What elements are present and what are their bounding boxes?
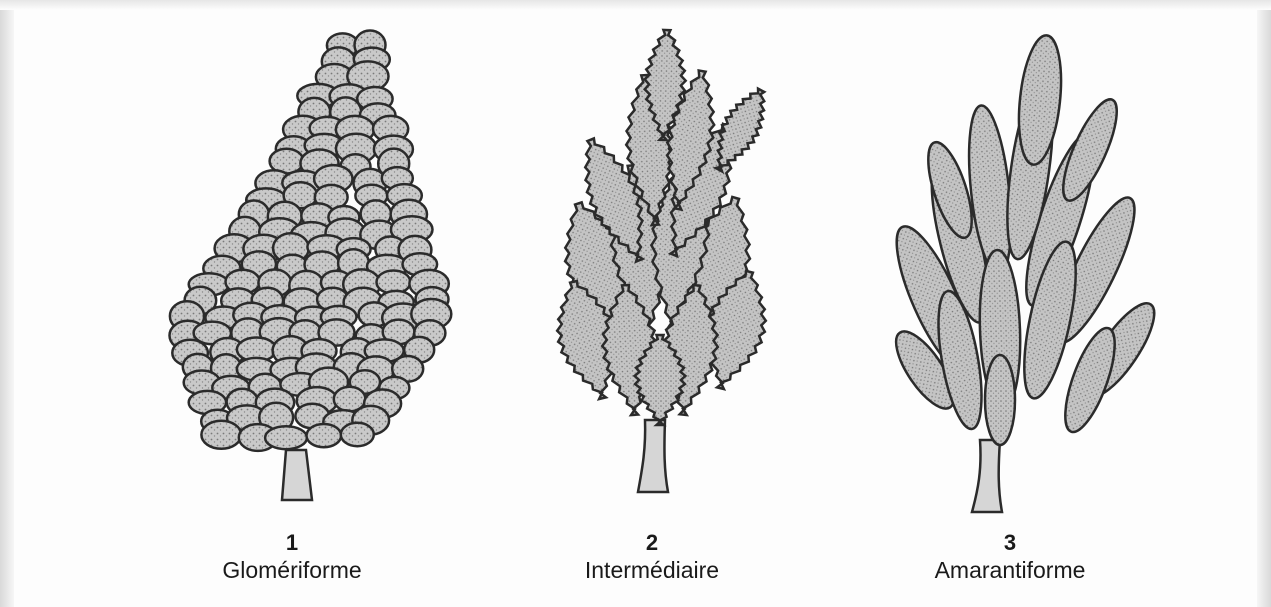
glomerule: [201, 421, 241, 449]
branch: [985, 355, 1015, 445]
figure-number-1: 1: [142, 530, 442, 556]
figure-name-2: Intermédiaire: [502, 556, 802, 584]
label-figure-1: 1 Glomériforme: [142, 530, 442, 584]
stem-3: [972, 440, 1002, 512]
stem-2: [638, 420, 668, 492]
figure-name-1: Glomériforme: [142, 556, 442, 584]
label-figure-3: 3 Amarantiforme: [860, 530, 1160, 584]
figure-number-2: 2: [502, 530, 802, 556]
figure-name-3: Amarantiforme: [860, 556, 1160, 584]
branch: [1013, 33, 1066, 166]
panicle-glomeriforme: [170, 31, 452, 501]
stem-1: [282, 450, 312, 500]
figure-number-3: 3: [860, 530, 1160, 556]
glomerule: [307, 424, 342, 447]
panicle-intermediaire: [545, 29, 778, 492]
panicle-amarantiforme: [882, 33, 1165, 512]
panicle-illustrations: [0, 0, 1271, 520]
glomerule: [265, 426, 307, 449]
glomerule: [341, 423, 374, 446]
label-figure-2: 2 Intermédiaire: [502, 530, 802, 584]
